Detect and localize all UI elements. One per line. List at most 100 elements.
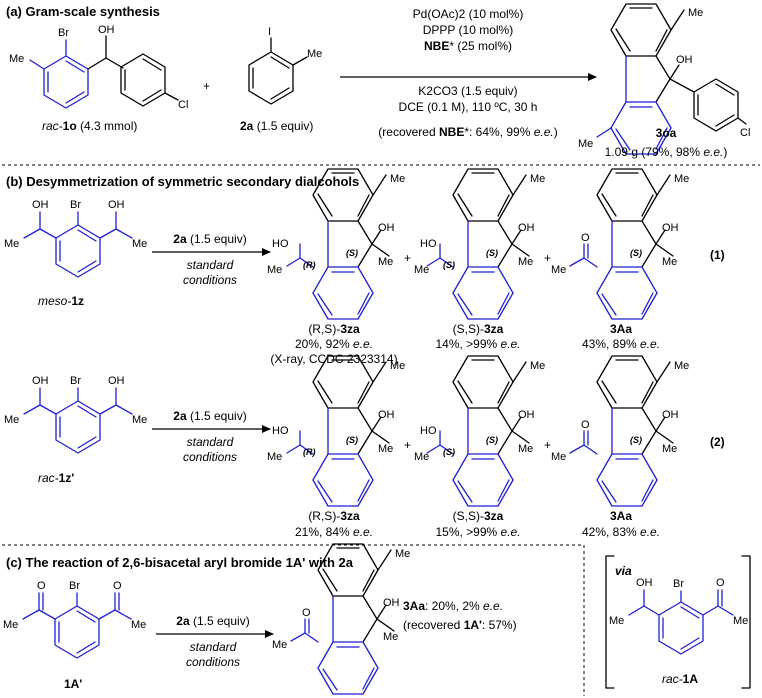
yield-3aa-row1: 43%, 89% e.e. bbox=[582, 337, 660, 351]
bracket-right bbox=[741, 555, 751, 689]
atom-me-side-rs1: Me bbox=[267, 264, 282, 276]
yield-rs-3za-row2: 21%, 84% e.e. bbox=[295, 525, 373, 539]
label-rs-3za-row1: (R,S)-3za bbox=[308, 322, 360, 336]
atom-cl-1o: Cl bbox=[178, 99, 188, 111]
label-ss-3za-row2: (S,S)-3za bbox=[453, 509, 504, 523]
cond-c-main: 2a (1.5 equiv) bbox=[176, 614, 249, 628]
atom-me-1z-left: Me bbox=[4, 238, 19, 250]
atom-oh-3aa2: OH bbox=[662, 409, 679, 421]
cond-k2co3: K2CO3 (1.5 equiv) bbox=[418, 84, 517, 98]
cond-b2-std2: conditions bbox=[183, 450, 237, 464]
label-ss-3za-row1: (S,S)-3za bbox=[453, 322, 504, 336]
cond-b1-std1: standard bbox=[187, 258, 234, 272]
atom-me-3aa1: Me bbox=[674, 173, 689, 185]
panel-c-header: (c) The reaction of 2,6-bisacetal aryl b… bbox=[6, 555, 354, 570]
atom-oh-3aac: OH bbox=[383, 597, 400, 609]
atom-oh-1o: OH bbox=[98, 24, 115, 36]
recovered-1a-prime: (recovered 1A': 57%) bbox=[403, 618, 517, 632]
cond-b1-std2: conditions bbox=[183, 273, 237, 287]
atom-me2-3oa: Me bbox=[578, 138, 593, 150]
atom-ho-rs1: HO bbox=[272, 238, 289, 250]
compound-1a bbox=[628, 589, 734, 655]
atom-me9-ss1: Me bbox=[518, 256, 533, 268]
compound-3aa-panel-c bbox=[290, 543, 395, 695]
atom-oh-1z-right: OH bbox=[108, 199, 125, 211]
atom-oh-rs1: OH bbox=[378, 222, 395, 234]
label-1z-prime: rac-1z' bbox=[38, 471, 74, 485]
stereo-s-ss2b: (S) bbox=[443, 447, 455, 457]
cond-b2-main: 2a (1.5 equiv) bbox=[173, 409, 246, 423]
stereo-s-ss1a: (S) bbox=[486, 248, 498, 258]
stereo-s-ss2a: (S) bbox=[486, 435, 498, 445]
yield-ss-3za-row1: 14%, >99% e.e. bbox=[435, 337, 520, 351]
atom-oh-1a: OH bbox=[636, 577, 653, 589]
label-1a-prime: 1A' bbox=[64, 677, 82, 691]
atom-me-1ap-right: Me bbox=[131, 619, 146, 631]
compound-rs-3za-row1 bbox=[286, 168, 390, 320]
stereo-s-3aa1: (S) bbox=[630, 248, 642, 258]
atom-oh-ss1: OH bbox=[518, 222, 535, 234]
atom-me-1o: Me bbox=[9, 53, 24, 65]
compound-3aa-row1 bbox=[569, 168, 674, 320]
compound-3aa-row2 bbox=[569, 355, 674, 507]
atom-oh-1zp-left: OH bbox=[32, 375, 49, 387]
atom-br-1a: Br bbox=[673, 578, 684, 590]
atom-o-1ap-left: O bbox=[37, 580, 46, 592]
compound-3oa bbox=[596, 3, 747, 155]
stereo-s-ss1b: (S) bbox=[443, 260, 455, 270]
label-3oa: 3oa bbox=[656, 126, 677, 140]
atom-o-3aa2: O bbox=[581, 419, 590, 431]
atom-oh-3aa1: OH bbox=[662, 222, 679, 234]
stereo-r-rs2: (R) bbox=[303, 447, 316, 457]
atom-oh-3oa: OH bbox=[676, 54, 693, 66]
via-label: via bbox=[615, 564, 632, 578]
atom-me-3aac: Me bbox=[395, 548, 410, 560]
compound-ss-3za-row2 bbox=[426, 355, 530, 507]
cond-dppp: DPPP (10 mol%) bbox=[423, 23, 513, 37]
atom-cl-3oa: Cl bbox=[740, 127, 750, 139]
compound-1o bbox=[29, 35, 179, 109]
cond-b1-main: 2a (1.5 equiv) bbox=[173, 232, 246, 246]
stereo-s-rs1: (S) bbox=[346, 248, 358, 258]
atom-me9-3aa1: Me bbox=[662, 256, 677, 268]
atom-me-1ap-left: Me bbox=[3, 619, 18, 631]
yield-3aa-row2: 42%, 83% e.e. bbox=[582, 525, 660, 539]
atom-me-1a-right: Me bbox=[733, 615, 748, 627]
atom-me-side-ss2: Me bbox=[414, 451, 429, 463]
stereo-r-rs1: (R) bbox=[303, 260, 316, 270]
compound-1a-prime bbox=[22, 592, 132, 659]
atom-me9-3aa2: Me bbox=[662, 443, 677, 455]
plus-b1a: + bbox=[404, 251, 411, 265]
label-1a: rac-1A bbox=[662, 672, 698, 686]
plus-b2a: + bbox=[404, 438, 411, 452]
atom-ho-ss2: HO bbox=[420, 425, 437, 437]
atom-oh-1zp-right: OH bbox=[108, 375, 125, 387]
atom-me-ss1: Me bbox=[530, 173, 545, 185]
atom-o-3aac: O bbox=[302, 607, 311, 619]
cond-nbe: NBE* (25 mol%) bbox=[424, 39, 512, 53]
atom-me-ac-3aac: Me bbox=[272, 639, 287, 651]
atom-o-1ap-right: O bbox=[113, 580, 122, 592]
atom-me-1zp-right: Me bbox=[132, 414, 147, 426]
atom-me-side-ss1: Me bbox=[414, 264, 429, 276]
eq-label-2: (2) bbox=[710, 435, 725, 449]
atom-me-1a-left: Me bbox=[609, 615, 624, 627]
atom-o-3aa1: O bbox=[581, 232, 590, 244]
atom-o-1a: O bbox=[716, 577, 725, 589]
label-rs-3za-row2: (R,S)-3za bbox=[308, 509, 360, 523]
atom-oh-ss2: OH bbox=[518, 409, 535, 421]
plus-b1b: + bbox=[544, 251, 551, 265]
cond-pd: Pd(OAc)2 (10 mol%) bbox=[413, 7, 524, 21]
atom-me-side-rs2: Me bbox=[267, 451, 282, 463]
atom-me-3aa2: Me bbox=[674, 360, 689, 372]
atom-me-1zp-left: Me bbox=[4, 414, 19, 426]
compound-1z-prime bbox=[23, 387, 133, 454]
compound-1z bbox=[23, 211, 133, 278]
atom-oh-rs2: OH bbox=[378, 409, 395, 421]
xray-rs-3za: (X-ray, CCDC 2323314) bbox=[270, 352, 397, 366]
atom-me-3oa: Me bbox=[688, 7, 703, 19]
label-2a: 2a (1.5 equiv) bbox=[240, 119, 313, 133]
atom-me-rs2: Me bbox=[390, 360, 405, 372]
eq-label-1: (1) bbox=[710, 248, 725, 262]
cond-c-std1: standard bbox=[190, 640, 237, 654]
